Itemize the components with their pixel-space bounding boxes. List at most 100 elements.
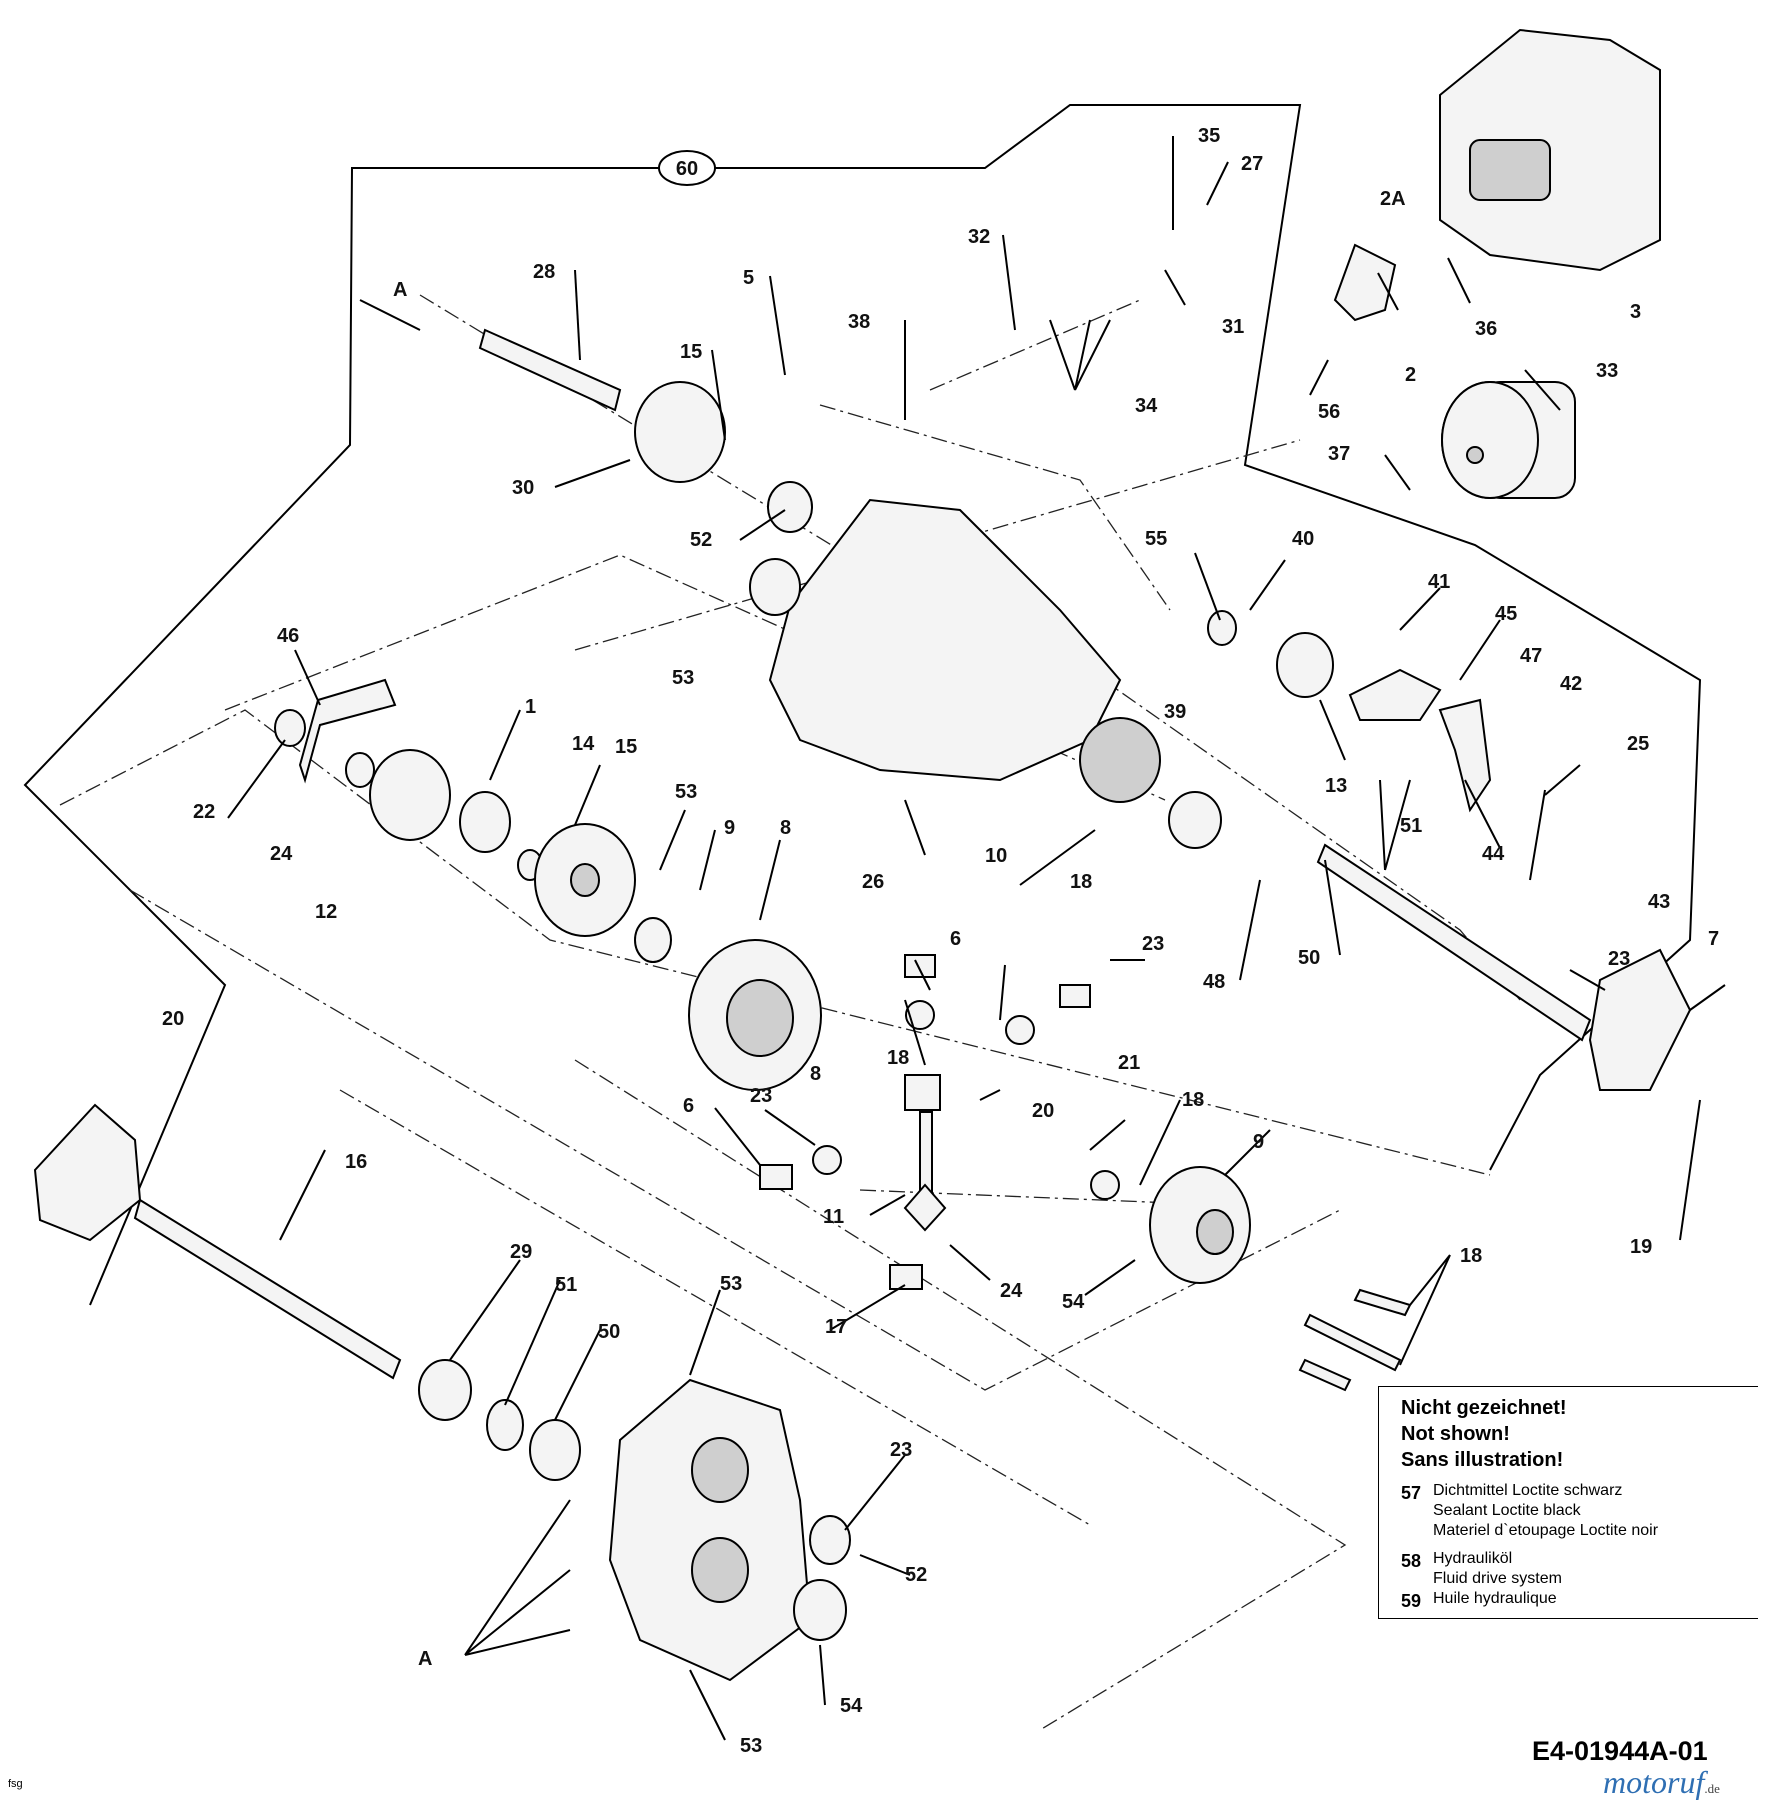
callout: 16 — [345, 1151, 367, 1173]
callout: 20 — [162, 1008, 184, 1030]
callout: 48 — [1203, 971, 1225, 993]
callout: 43 — [1648, 891, 1670, 913]
callout: 23 — [890, 1439, 912, 1461]
note-item-59: 59 Huile hydraulique — [1401, 1589, 1758, 1612]
note-item-number: 59 — [1401, 1591, 1422, 1611]
callout: 40 — [1292, 528, 1314, 550]
callout: 53 — [720, 1273, 742, 1295]
assembly-balloon — [658, 150, 716, 186]
note-item-58: 58 Hydrauliköl Fluid drive system — [1401, 1549, 1758, 1589]
callout: 41 — [1428, 571, 1450, 593]
callout: 18 — [887, 1047, 909, 1069]
watermark-suffix: .de — [1704, 1781, 1720, 1796]
not-shown-note: Nicht gezeichnet! Not shown! Sans illust… — [1378, 1386, 1758, 1619]
callout: 15 — [680, 341, 702, 363]
callout: 30 — [512, 477, 534, 499]
callout: 29 — [510, 1241, 532, 1263]
section-mark: A — [393, 279, 407, 301]
note-header-fr: Sans illustration! — [1401, 1449, 1564, 1471]
note-item-text: Dichtmittel Loctite schwarz — [1433, 1482, 1623, 1499]
callout: 10 — [985, 845, 1007, 867]
callout: 54 — [1062, 1291, 1085, 1313]
callout: 19 — [1630, 1236, 1652, 1258]
callout: 8 — [780, 817, 791, 839]
callout: 1 — [525, 696, 536, 718]
callout: 24 — [270, 843, 293, 865]
callout: 37 — [1328, 443, 1350, 465]
callout: 56 — [1318, 401, 1340, 423]
note-item-text: Fluid drive system — [1433, 1570, 1562, 1587]
note-item-text: Materiel d`etoupage Loctite noir — [1433, 1522, 1659, 1539]
callout: 22 — [193, 801, 215, 823]
callout: 23 — [750, 1085, 772, 1107]
callout: 55 — [1145, 528, 1167, 550]
corner-initials: fsg — [8, 1778, 23, 1790]
callout: 25 — [1627, 733, 1649, 755]
callout: 51 — [1400, 815, 1422, 837]
callout: 6 — [683, 1095, 694, 1117]
note-item-text: Huile hydraulique — [1433, 1590, 1557, 1607]
callout: 53 — [675, 781, 697, 803]
note-header-de: Nicht gezeichnet! — [1401, 1397, 1567, 1419]
callout: 6 — [950, 928, 961, 950]
callout: 35 — [1198, 125, 1220, 147]
callout: 26 — [862, 871, 884, 893]
callout: 12 — [315, 901, 337, 923]
callout-labels: 35 27 32 2A 28 5 15 38 31 36 3 2 33 34 5… — [162, 125, 1719, 1757]
callout: 50 — [598, 1321, 620, 1343]
callout: 47 — [1520, 645, 1542, 667]
callout: A — [418, 1648, 432, 1670]
callout: 53 — [740, 1735, 762, 1757]
callout: 50 — [1298, 947, 1320, 969]
callout: 42 — [1560, 673, 1582, 695]
callout: 52 — [690, 529, 712, 551]
callout: 38 — [848, 311, 870, 333]
callout: 36 — [1475, 318, 1497, 340]
callout: 27 — [1241, 153, 1263, 175]
note-header-en: Not shown! — [1401, 1423, 1510, 1445]
callout: 31 — [1222, 316, 1244, 338]
callout: 9 — [724, 817, 735, 839]
assembly-label: 60 — [676, 158, 698, 180]
callout: 9 — [1253, 1131, 1264, 1153]
callout: 5 — [743, 267, 754, 289]
callout: 21 — [1118, 1052, 1140, 1074]
callout: 3 — [1630, 301, 1641, 323]
callout: 24 — [1000, 1280, 1023, 1302]
callout: 33 — [1596, 360, 1618, 382]
callout: 18 — [1460, 1245, 1482, 1267]
callout: 2 — [1405, 364, 1416, 386]
leader-lines — [227, 136, 1726, 1741]
callout: 32 — [968, 226, 990, 248]
callout: 7 — [1708, 928, 1719, 950]
note-item-number: 58 — [1401, 1551, 1422, 1571]
callout: 20 — [1032, 1100, 1054, 1122]
callout: 8 — [810, 1063, 821, 1085]
callout: 11 — [823, 1206, 844, 1228]
callout: 23 — [1142, 933, 1164, 955]
callout: 54 — [840, 1695, 863, 1717]
callout: 18 — [1182, 1089, 1204, 1111]
callout: 2A — [1380, 188, 1406, 210]
watermark-logo: motoruf.de — [1603, 1764, 1720, 1801]
callout: 52 — [905, 1564, 927, 1586]
note-item-text: Hydrauliköl — [1433, 1550, 1513, 1567]
callout: 14 — [572, 733, 595, 755]
callout: 18 — [1070, 871, 1092, 893]
gear-cover-49 — [608, 1378, 812, 1682]
main-housing — [768, 498, 1122, 782]
note-item-number: 57 — [1401, 1483, 1422, 1503]
drawing-number: E4-01944A-01 — [1532, 1736, 1708, 1766]
callout: 51 — [555, 1274, 577, 1296]
callout: 46 — [277, 625, 299, 647]
callout: 15 — [615, 736, 637, 758]
callout: 17 — [825, 1316, 847, 1338]
callout: 28 — [533, 261, 555, 283]
parts — [33, 28, 1692, 1682]
note-item-text: Sealant Loctite black — [1433, 1502, 1581, 1519]
callout: 13 — [1325, 775, 1347, 797]
callout: 53 — [672, 667, 694, 689]
note-item-57: 57 Dichtmittel Loctite schwarz Sealant L… — [1401, 1481, 1758, 1541]
callout: 34 — [1135, 395, 1158, 417]
